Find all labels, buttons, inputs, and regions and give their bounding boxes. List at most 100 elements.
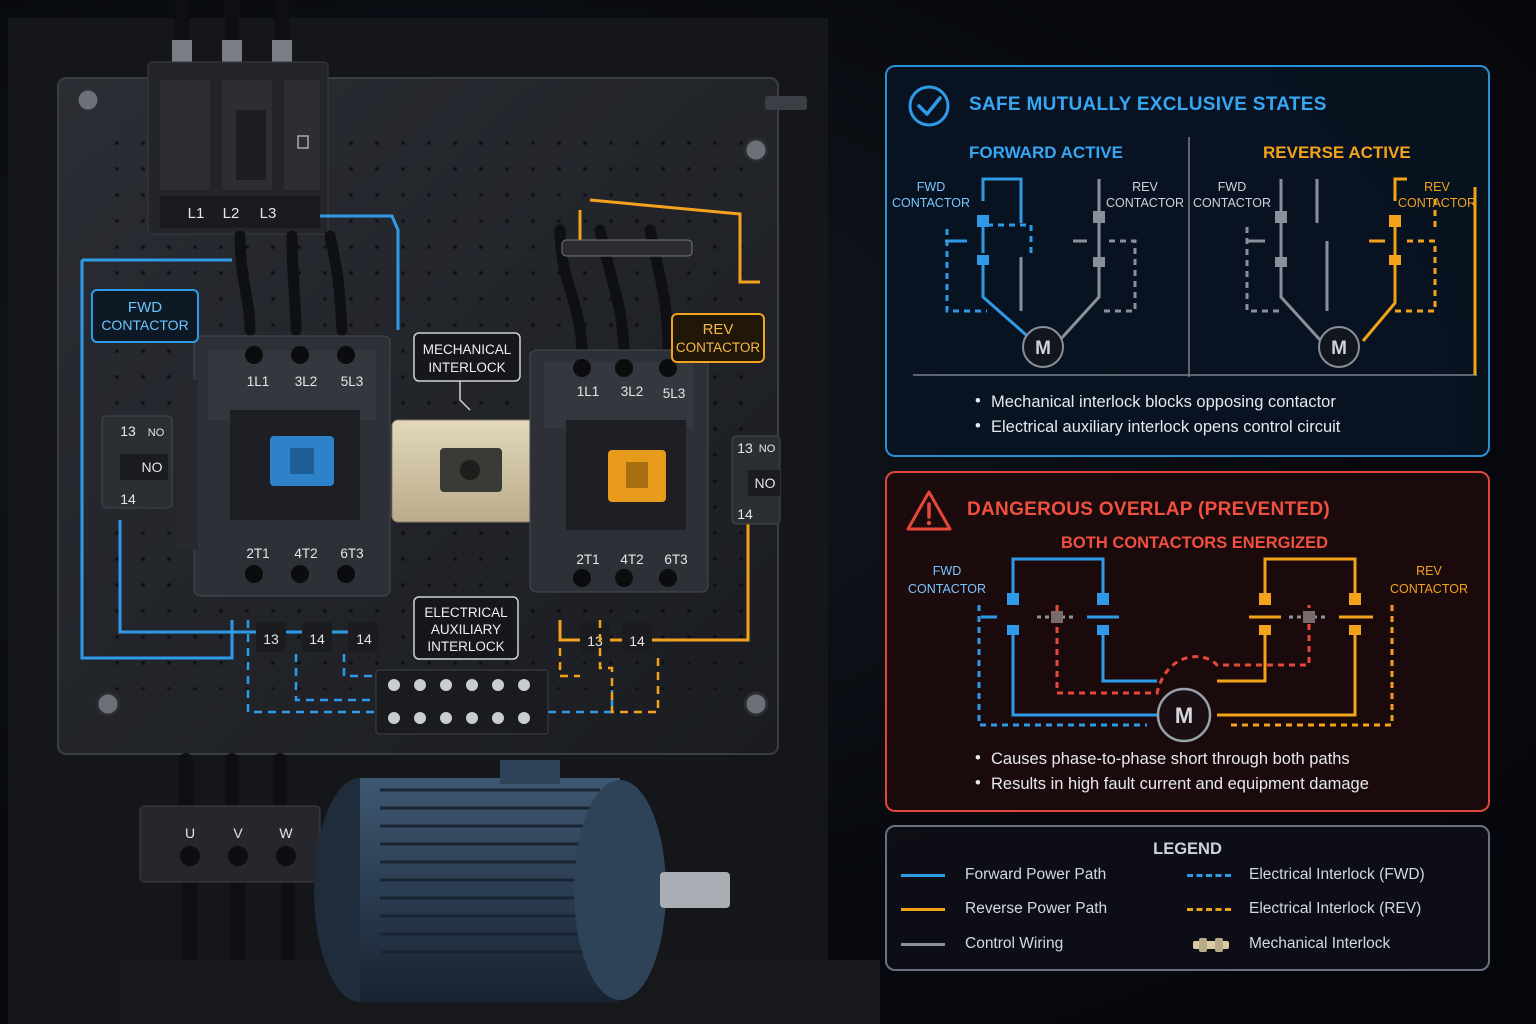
danger-subtitle: BOTH CONTACTORS ENERGIZED (1061, 534, 1329, 552)
rev-contactor-label: REV CONTACTOR (671, 313, 765, 363)
electrical-interlock-label: ELECTRICAL AUXILIARY INTERLOCK (413, 596, 519, 660)
legend-panel: LEGEND Forward Power Path Reverse Power … (885, 825, 1490, 971)
forward-active-title: FORWARD ACTIVE (969, 143, 1123, 162)
motor-symbol: M (1035, 338, 1051, 359)
rev-label: CONTACTOR (1390, 582, 1468, 596)
aux-label: NO (148, 427, 165, 439)
legend-title: LEGEND (1153, 840, 1222, 858)
mechanical-interlock-label: MECHANICAL INTERLOCK (413, 332, 521, 411)
legend-swatch-reverse (901, 908, 945, 911)
bullet-item: Mechanical interlock blocks opposing con… (975, 392, 1340, 412)
fwd-label: CONTACTOR (908, 582, 986, 596)
fwd-terminal-bottom: 4T2 (294, 546, 317, 561)
safe-bullets: Mechanical interlock blocks opposing con… (975, 392, 1340, 443)
fwd-terminal-top: 1L1 (247, 374, 270, 389)
fwd-label: FWD (933, 564, 961, 578)
legend-swatch-control (901, 943, 945, 946)
aux-terminal-label: 14 (356, 631, 372, 647)
bullet-item: Electrical auxiliary interlock opens con… (975, 417, 1340, 437)
main-breaker (147, 61, 329, 235)
svg-text:FWD: FWD (128, 299, 162, 316)
mechanical-interlock-icon (1193, 938, 1229, 952)
reverse-active-title: REVERSE ACTIVE (1263, 143, 1411, 162)
legend-label: Electrical Interlock (REV) (1249, 900, 1422, 917)
aux-label: NO (759, 443, 776, 455)
legend-label: Control Wiring (965, 935, 1064, 952)
legend-swatch-forward (901, 874, 945, 877)
aux-label: NO (755, 475, 776, 491)
danger-diagram: FWD CONTACTOR REV CONTACTOR (908, 557, 1468, 743)
motor-symbol: M (1331, 338, 1347, 359)
rev-terminal-top: 1L1 (577, 384, 600, 399)
fwd-label: CONTACTOR (1193, 196, 1271, 210)
fwd-terminal-bottom: 6T3 (340, 546, 363, 561)
aux-label: 13 (120, 423, 136, 439)
control-panel-illustration: L1 L2 L3 (8, 18, 880, 1024)
svg-text:INTERLOCK: INTERLOCK (427, 639, 504, 654)
legend-label: Forward Power Path (965, 866, 1107, 883)
fwd-label: FWD (917, 180, 945, 194)
supply-terminal-label: L1 (188, 205, 205, 222)
legend-swatch-elec-rev (1187, 908, 1231, 911)
mechanical-interlock-block (391, 419, 553, 523)
bullet-item: Causes phase-to-phase short through both… (975, 749, 1369, 769)
svg-text:AUXILIARY: AUXILIARY (431, 622, 501, 637)
mounting-screw (75, 87, 769, 717)
fwd-label: CONTACTOR (892, 196, 970, 210)
motor-illustration (120, 760, 880, 1024)
rev-aux-block (731, 435, 781, 525)
motor-terminal-label: V (233, 825, 243, 841)
rev-label: CONTACTOR (1106, 196, 1184, 210)
svg-text:INTERLOCK: INTERLOCK (428, 360, 505, 375)
aux-label: 14 (120, 491, 136, 507)
supply-terminal-label: L2 (223, 205, 240, 222)
svg-text:CONTACTOR: CONTACTOR (101, 317, 188, 333)
rev-label: REV (1416, 564, 1442, 578)
danger-panel: DANGEROUS OVERLAP (PREVENTED) BOTH CONTA… (885, 471, 1490, 812)
aux-terminal-label: 14 (309, 631, 325, 647)
terminal-strip (375, 669, 549, 735)
rev-label: REV (1132, 180, 1158, 194)
aux-label: 13 (737, 440, 753, 456)
svg-text:REV: REV (703, 321, 734, 338)
warning-icon (906, 490, 952, 531)
legend-label: Mechanical Interlock (1249, 935, 1391, 952)
rev-terminal-bottom: 6T3 (664, 552, 687, 567)
safe-state-diagram: FWD CONTACTOR REV CONTACTOR M (892, 137, 1477, 377)
rev-label: REV (1424, 180, 1450, 194)
fwd-terminal-top: 3L2 (295, 374, 318, 389)
aux-label: NO (142, 459, 163, 475)
fwd-terminal-bottom: 2T1 (246, 546, 269, 561)
rev-label: CONTACTOR (1398, 196, 1476, 210)
fwd-aux-block (101, 415, 173, 509)
danger-bullets: Causes phase-to-phase short through both… (975, 749, 1369, 800)
svg-text:CONTACTOR: CONTACTOR (676, 340, 761, 355)
motor-terminal-label: U (185, 825, 195, 841)
fwd-terminal-top: 5L3 (341, 374, 364, 389)
legend-label: Reverse Power Path (965, 900, 1108, 917)
check-icon (908, 85, 950, 127)
fwd-contactor (176, 335, 391, 597)
rev-terminal-bottom: 4T2 (620, 552, 643, 567)
legend-swatch-elec-fwd (1187, 874, 1231, 877)
rev-terminal-top: 5L3 (663, 386, 686, 401)
rev-contactor (529, 349, 709, 593)
safe-title: SAFE MUTUALLY EXCLUSIVE STATES (969, 94, 1327, 115)
motor-terminal-box (139, 805, 321, 883)
rev-terminal-bottom: 2T1 (576, 552, 599, 567)
fwd-label: FWD (1218, 180, 1246, 194)
rev-terminal-top: 3L2 (621, 384, 644, 399)
fwd-contactor-label: FWD CONTACTOR (91, 289, 199, 343)
legend-label: Electrical Interlock (FWD) (1249, 866, 1425, 883)
aux-terminal-label: 13 (263, 631, 279, 647)
safe-states-panel: SAFE MUTUALLY EXCLUSIVE STATES FORWARD A… (885, 65, 1490, 457)
motor-terminal-label: W (279, 825, 293, 841)
aux-terminal-label: 14 (629, 633, 645, 649)
motor-symbol: M (1175, 703, 1193, 728)
supply-terminal-label: L3 (260, 205, 277, 222)
aux-label: 14 (737, 506, 753, 522)
svg-text:MECHANICAL: MECHANICAL (423, 342, 512, 357)
svg-text:ELECTRICAL: ELECTRICAL (424, 605, 508, 620)
danger-title: DANGEROUS OVERLAP (PREVENTED) (967, 499, 1331, 520)
